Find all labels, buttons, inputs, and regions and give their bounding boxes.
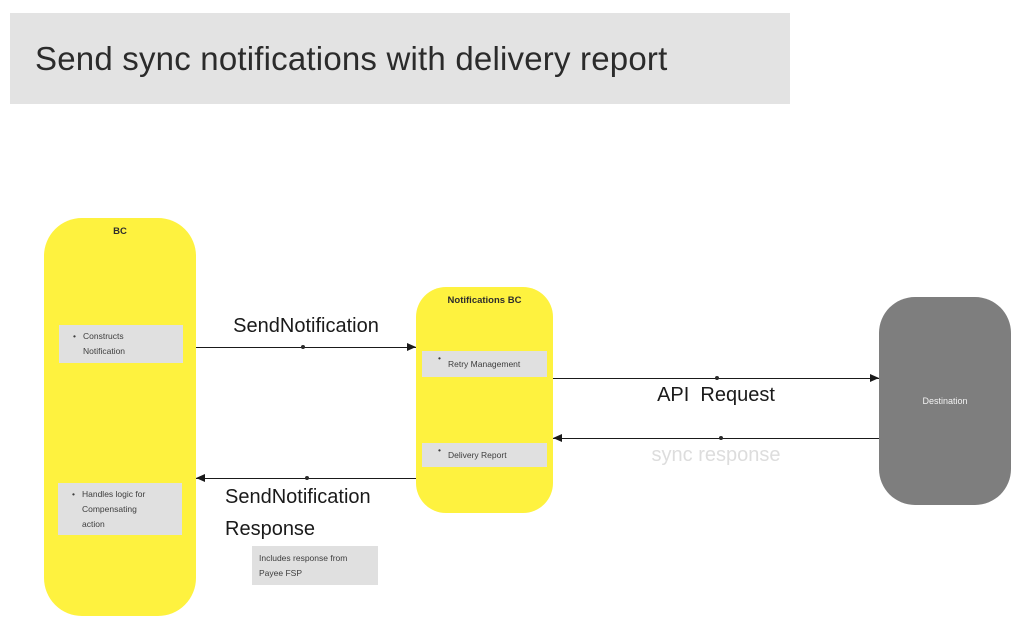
notifications-item-delivery-report-label: Delivery Report <box>447 449 507 460</box>
notifications-item-retry-management: • Retry Management <box>422 351 547 377</box>
destination-node-label: Destination <box>922 396 968 406</box>
waypoint-dot <box>301 345 305 349</box>
notifications-bc-node-label: Notifications BC <box>447 295 522 306</box>
title-bar: Send sync notifications with delivery re… <box>10 13 790 104</box>
bc-item-constructs-notification-label: Constructs Notification <box>82 331 126 356</box>
bc-item-handles-logic: • Handles logic for Compensating action <box>58 483 182 535</box>
page-title: Send sync notifications with delivery re… <box>35 39 668 77</box>
bc-node-label: BC <box>113 226 127 237</box>
bc-item-constructs-notification: • Constructs Notification <box>59 325 183 363</box>
arrowhead-right-icon <box>407 343 416 351</box>
notifications-item-delivery-report: • Delivery Report <box>422 443 547 467</box>
send-notification-response-arrow-label: SendNotification Response <box>225 486 371 540</box>
bullet-icon: • <box>438 445 441 455</box>
waypoint-dot <box>305 476 309 480</box>
sync-response-arrow <box>553 438 879 439</box>
bullet-icon: • <box>438 353 441 363</box>
bullet-icon: • <box>72 489 75 499</box>
arrowhead-left-icon <box>196 474 205 482</box>
send-notification-arrow <box>196 347 416 348</box>
notifications-item-retry-management-label: Retry Management <box>447 358 521 369</box>
waypoint-dot <box>715 376 719 380</box>
bc-node: BC • Constructs Notification • Handles l… <box>44 218 196 616</box>
waypoint-dot <box>719 436 723 440</box>
sync-response-arrow-label: sync response <box>651 444 781 466</box>
arrowhead-left-icon <box>553 434 562 442</box>
destination-node: Destination <box>879 297 1011 505</box>
note-includes-response: Includes response from Payee FSP <box>252 546 378 585</box>
bullet-icon: • <box>73 331 76 341</box>
api-request-arrow-label: API Request <box>657 384 775 406</box>
bc-item-handles-logic-label: Handles logic for Compensating action <box>81 488 146 529</box>
send-notification-arrow-label: SendNotification <box>233 315 379 337</box>
arrowhead-right-icon <box>870 374 879 382</box>
notifications-bc-node: Notifications BC • Retry Management • De… <box>416 287 553 513</box>
